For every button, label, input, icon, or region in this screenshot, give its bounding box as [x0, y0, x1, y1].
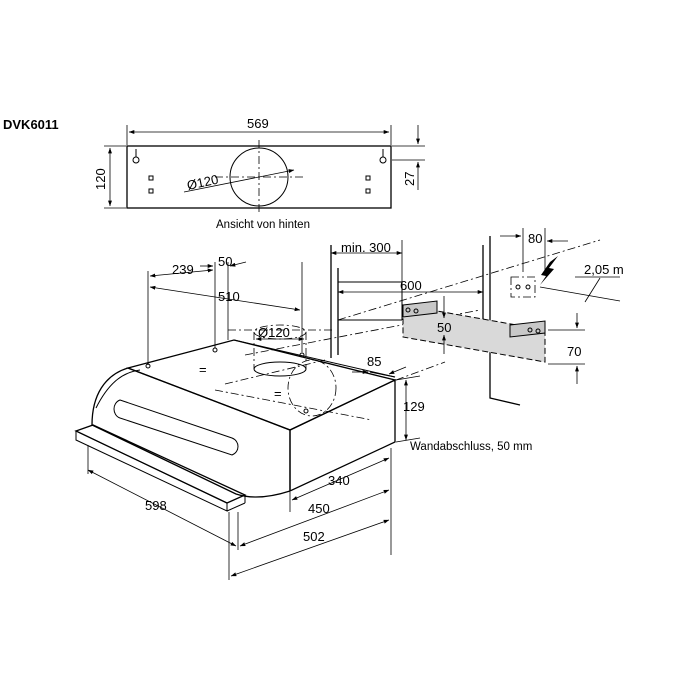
wall-clearance-label: Wandabschluss, 50 mm	[410, 441, 532, 453]
front-depth-label: 85	[367, 354, 381, 369]
hood-width-label: 598	[145, 498, 167, 513]
model-title: DVK6011	[3, 117, 59, 132]
depth-450-label: 450	[308, 501, 330, 516]
equal-sign-right: =	[274, 386, 282, 401]
keyhole-right-icon	[379, 149, 387, 164]
left-bracket	[402, 300, 438, 318]
keyhole-left-icon	[132, 149, 140, 164]
cabinet-width-label: 600	[400, 278, 422, 293]
hole-spacing-label: 50	[218, 254, 232, 269]
back-offset-label: 27	[402, 172, 417, 186]
hood-width-dimension	[87, 469, 237, 547]
back-view: 569 120 27 Ø120 Ansicht von hinten	[93, 116, 425, 231]
right-bracket	[509, 320, 546, 338]
hood-duct-label: Ø120	[258, 325, 290, 340]
hood-handle	[113, 399, 239, 456]
back-height-label: 120	[93, 168, 108, 190]
hood-duct-ring	[253, 361, 307, 377]
back-duct-label: Ø120	[186, 172, 220, 193]
hole-offset-label: 239	[172, 262, 194, 277]
depth-502-dimension	[230, 519, 390, 577]
hood-height-label: 129	[403, 399, 425, 414]
bracket-offset-label: 80	[528, 231, 542, 246]
hood-front	[91, 367, 291, 498]
wall-panel-height-label: 70	[567, 344, 581, 359]
hole-distance-label: 510	[218, 289, 240, 304]
depth-340-label: 340	[328, 473, 350, 488]
power-outlet-icon	[510, 276, 536, 298]
equal-sign-left: =	[199, 362, 207, 377]
hole-distance-dimension	[149, 285, 301, 312]
min-clearance-label: min. 300	[341, 240, 391, 255]
depth-502-label: 502	[303, 529, 325, 544]
back-width-label: 569	[247, 116, 269, 131]
electric-lightning-icon	[540, 256, 558, 285]
back-view-caption: Ansicht von hinten	[216, 219, 310, 231]
wall-mounting-panel	[402, 304, 546, 363]
cable-length-label: 2,05 m	[584, 262, 624, 277]
bracket-height-label: 50	[437, 320, 451, 335]
